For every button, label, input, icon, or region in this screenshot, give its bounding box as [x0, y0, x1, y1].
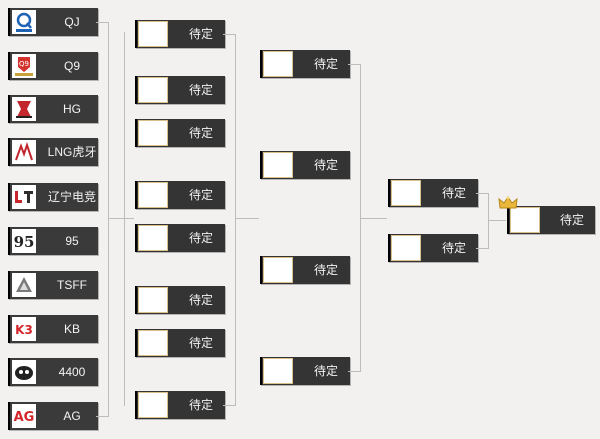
- qj-logo-icon: [12, 10, 36, 34]
- lng-logo-icon: [12, 140, 36, 164]
- team-name: HG: [63, 102, 81, 116]
- team-name: AG: [63, 409, 81, 423]
- team-logo-placeholder: [263, 51, 293, 77]
- team-logo-placeholder: [391, 180, 421, 206]
- connector: [96, 416, 108, 417]
- team-logo-placeholder: [263, 257, 293, 283]
- match-slot[interactable]: 待定: [388, 179, 478, 207]
- team-logo-placeholder: [138, 330, 168, 356]
- slot-label: 待定: [441, 241, 466, 255]
- slot-label: 待定: [441, 186, 466, 200]
- match-slot[interactable]: 待定: [135, 76, 225, 104]
- team-slot-ag[interactable]: AG AG: [8, 402, 98, 430]
- slot-label: 待定: [188, 231, 213, 245]
- match-slot[interactable]: 待定: [135, 391, 225, 419]
- team-logo-placeholder: [138, 392, 168, 418]
- team-slot-95[interactable]: 95 95: [8, 227, 98, 255]
- match-slot[interactable]: 待定: [260, 256, 350, 284]
- connector: [108, 22, 109, 417]
- connector: [348, 64, 360, 65]
- slot-label: 待定: [313, 57, 338, 71]
- connector: [223, 34, 235, 35]
- team-logo-placeholder: [391, 235, 421, 261]
- match-slot[interactable]: 待定: [135, 181, 225, 209]
- 4400-logo-icon: [12, 360, 36, 384]
- slot-label: 待定: [188, 126, 213, 140]
- match-slot[interactable]: 待定: [135, 224, 225, 252]
- team-logo-placeholder: [138, 21, 168, 47]
- team-name: QJ: [64, 15, 80, 29]
- team-name: 辽宁电竞: [47, 190, 96, 204]
- slot-label: 待定: [188, 83, 213, 97]
- slot-label: 待定: [188, 27, 213, 41]
- svg-text:AG: AG: [14, 410, 35, 425]
- slot-label: 待定: [313, 263, 338, 277]
- team-logo-placeholder: [263, 358, 293, 384]
- kb-logo-icon: K3: [12, 317, 36, 341]
- q9-logo-icon: Q9: [12, 54, 36, 78]
- champion-label: 待定: [559, 213, 584, 227]
- match-slot[interactable]: 待定: [260, 357, 350, 385]
- match-slot[interactable]: 待定: [260, 151, 350, 179]
- connector: [476, 248, 488, 249]
- connector: [235, 34, 236, 406]
- team-slot-lng[interactable]: LNG虎牙: [8, 138, 98, 166]
- connector: [488, 193, 489, 249]
- champion-slot[interactable]: 待定: [507, 206, 595, 234]
- slot-label: 待定: [188, 398, 213, 412]
- crown-icon: [498, 196, 518, 210]
- slot-label: 待定: [313, 158, 338, 172]
- liaoning-logo-icon: [12, 185, 36, 209]
- slot-label: 待定: [188, 188, 213, 202]
- team-logo-placeholder: [138, 225, 168, 251]
- match-slot[interactable]: 待定: [135, 119, 225, 147]
- slot-label: 待定: [188, 293, 213, 307]
- match-slot[interactable]: 待定: [135, 329, 225, 357]
- team-logo-placeholder: [138, 120, 168, 146]
- connector: [223, 405, 235, 406]
- connector: [235, 218, 259, 219]
- team-logo-placeholder: [138, 182, 168, 208]
- match-slot[interactable]: 待定: [135, 20, 225, 48]
- slot-label: 待定: [188, 336, 213, 350]
- team-slot-4400[interactable]: 4400: [8, 358, 98, 386]
- team-name: 95: [65, 234, 79, 248]
- connector: [96, 22, 108, 23]
- svg-text:K3: K3: [15, 323, 33, 337]
- team-name: 4400: [58, 365, 86, 379]
- team-slot-liaoning[interactable]: 辽宁电竞: [8, 183, 98, 211]
- team-name: KB: [63, 322, 80, 336]
- match-slot[interactable]: 待定: [388, 234, 478, 262]
- team-logo-placeholder: [510, 207, 540, 233]
- connector: [124, 32, 125, 406]
- team-slot-tsff[interactable]: TSFF: [8, 271, 98, 299]
- ag-logo-icon: AG: [12, 404, 36, 428]
- team-name: LNG虎牙: [47, 145, 97, 159]
- team-slot-q9[interactable]: Q9 Q9: [8, 52, 98, 80]
- team-slot-qj[interactable]: QJ: [8, 8, 98, 36]
- hg-logo-icon: [12, 97, 36, 121]
- svg-text:Q9: Q9: [19, 60, 29, 68]
- team-name: TSFF: [57, 278, 87, 292]
- connector: [476, 193, 488, 194]
- team-slot-hg[interactable]: HG: [8, 95, 98, 123]
- match-slot[interactable]: 待定: [135, 286, 225, 314]
- connector: [488, 220, 506, 221]
- team-logo-placeholder: [263, 152, 293, 178]
- connector: [108, 218, 134, 219]
- team-name: Q9: [63, 59, 80, 73]
- connector: [360, 218, 387, 219]
- tsff-logo-icon: [12, 273, 36, 297]
- svg-text:95: 95: [14, 233, 35, 251]
- team-logo-placeholder: [138, 287, 168, 313]
- slot-label: 待定: [313, 364, 338, 378]
- match-slot[interactable]: 待定: [260, 50, 350, 78]
- connector: [348, 371, 360, 372]
- 95-logo-icon: 95: [12, 229, 36, 253]
- team-logo-placeholder: [138, 77, 168, 103]
- team-slot-kb[interactable]: K3 KB: [8, 315, 98, 343]
